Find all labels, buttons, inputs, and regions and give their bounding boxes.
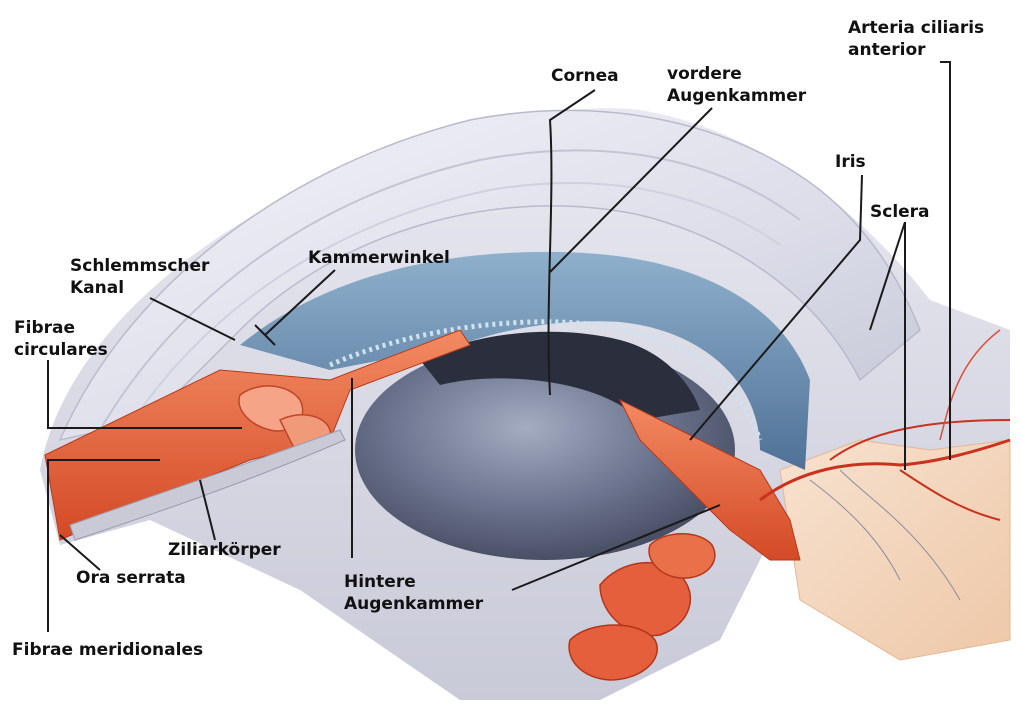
label-vordere-augenkammer-line2: Augenkammer xyxy=(667,86,806,106)
label-sclera: Sclera xyxy=(870,202,930,222)
label-schlemmscher-kanal-line2: Kanal xyxy=(70,278,124,298)
label-fibrae-meridionales: Fibrae meridionales xyxy=(12,640,203,660)
leader-ora-serrata xyxy=(60,535,100,570)
label-hintere-augenkammer-line1: Hintere xyxy=(344,572,416,592)
label-arteria-ciliaris-line1: Arteria ciliaris xyxy=(848,18,984,38)
label-fibrae-circulares-line1: Fibrae xyxy=(14,318,75,338)
label-cornea: Cornea xyxy=(551,66,619,86)
label-hintere-augenkammer-line2: Augenkammer xyxy=(344,594,483,614)
label-arteria-ciliaris-line2: anterior xyxy=(848,40,926,60)
label-ora-serrata: Ora serrata xyxy=(76,568,186,588)
label-ziliarkoerper: Ziliarkörper xyxy=(168,540,281,560)
label-kammerwinkel: Kammerwinkel xyxy=(308,248,450,268)
label-fibrae-circulares-line2: circulares xyxy=(14,340,108,360)
label-vordere-augenkammer-line1: vordere xyxy=(667,64,742,84)
label-iris: Iris xyxy=(835,152,866,172)
label-schlemmscher-kanal-line1: Schlemmscher xyxy=(70,256,209,276)
